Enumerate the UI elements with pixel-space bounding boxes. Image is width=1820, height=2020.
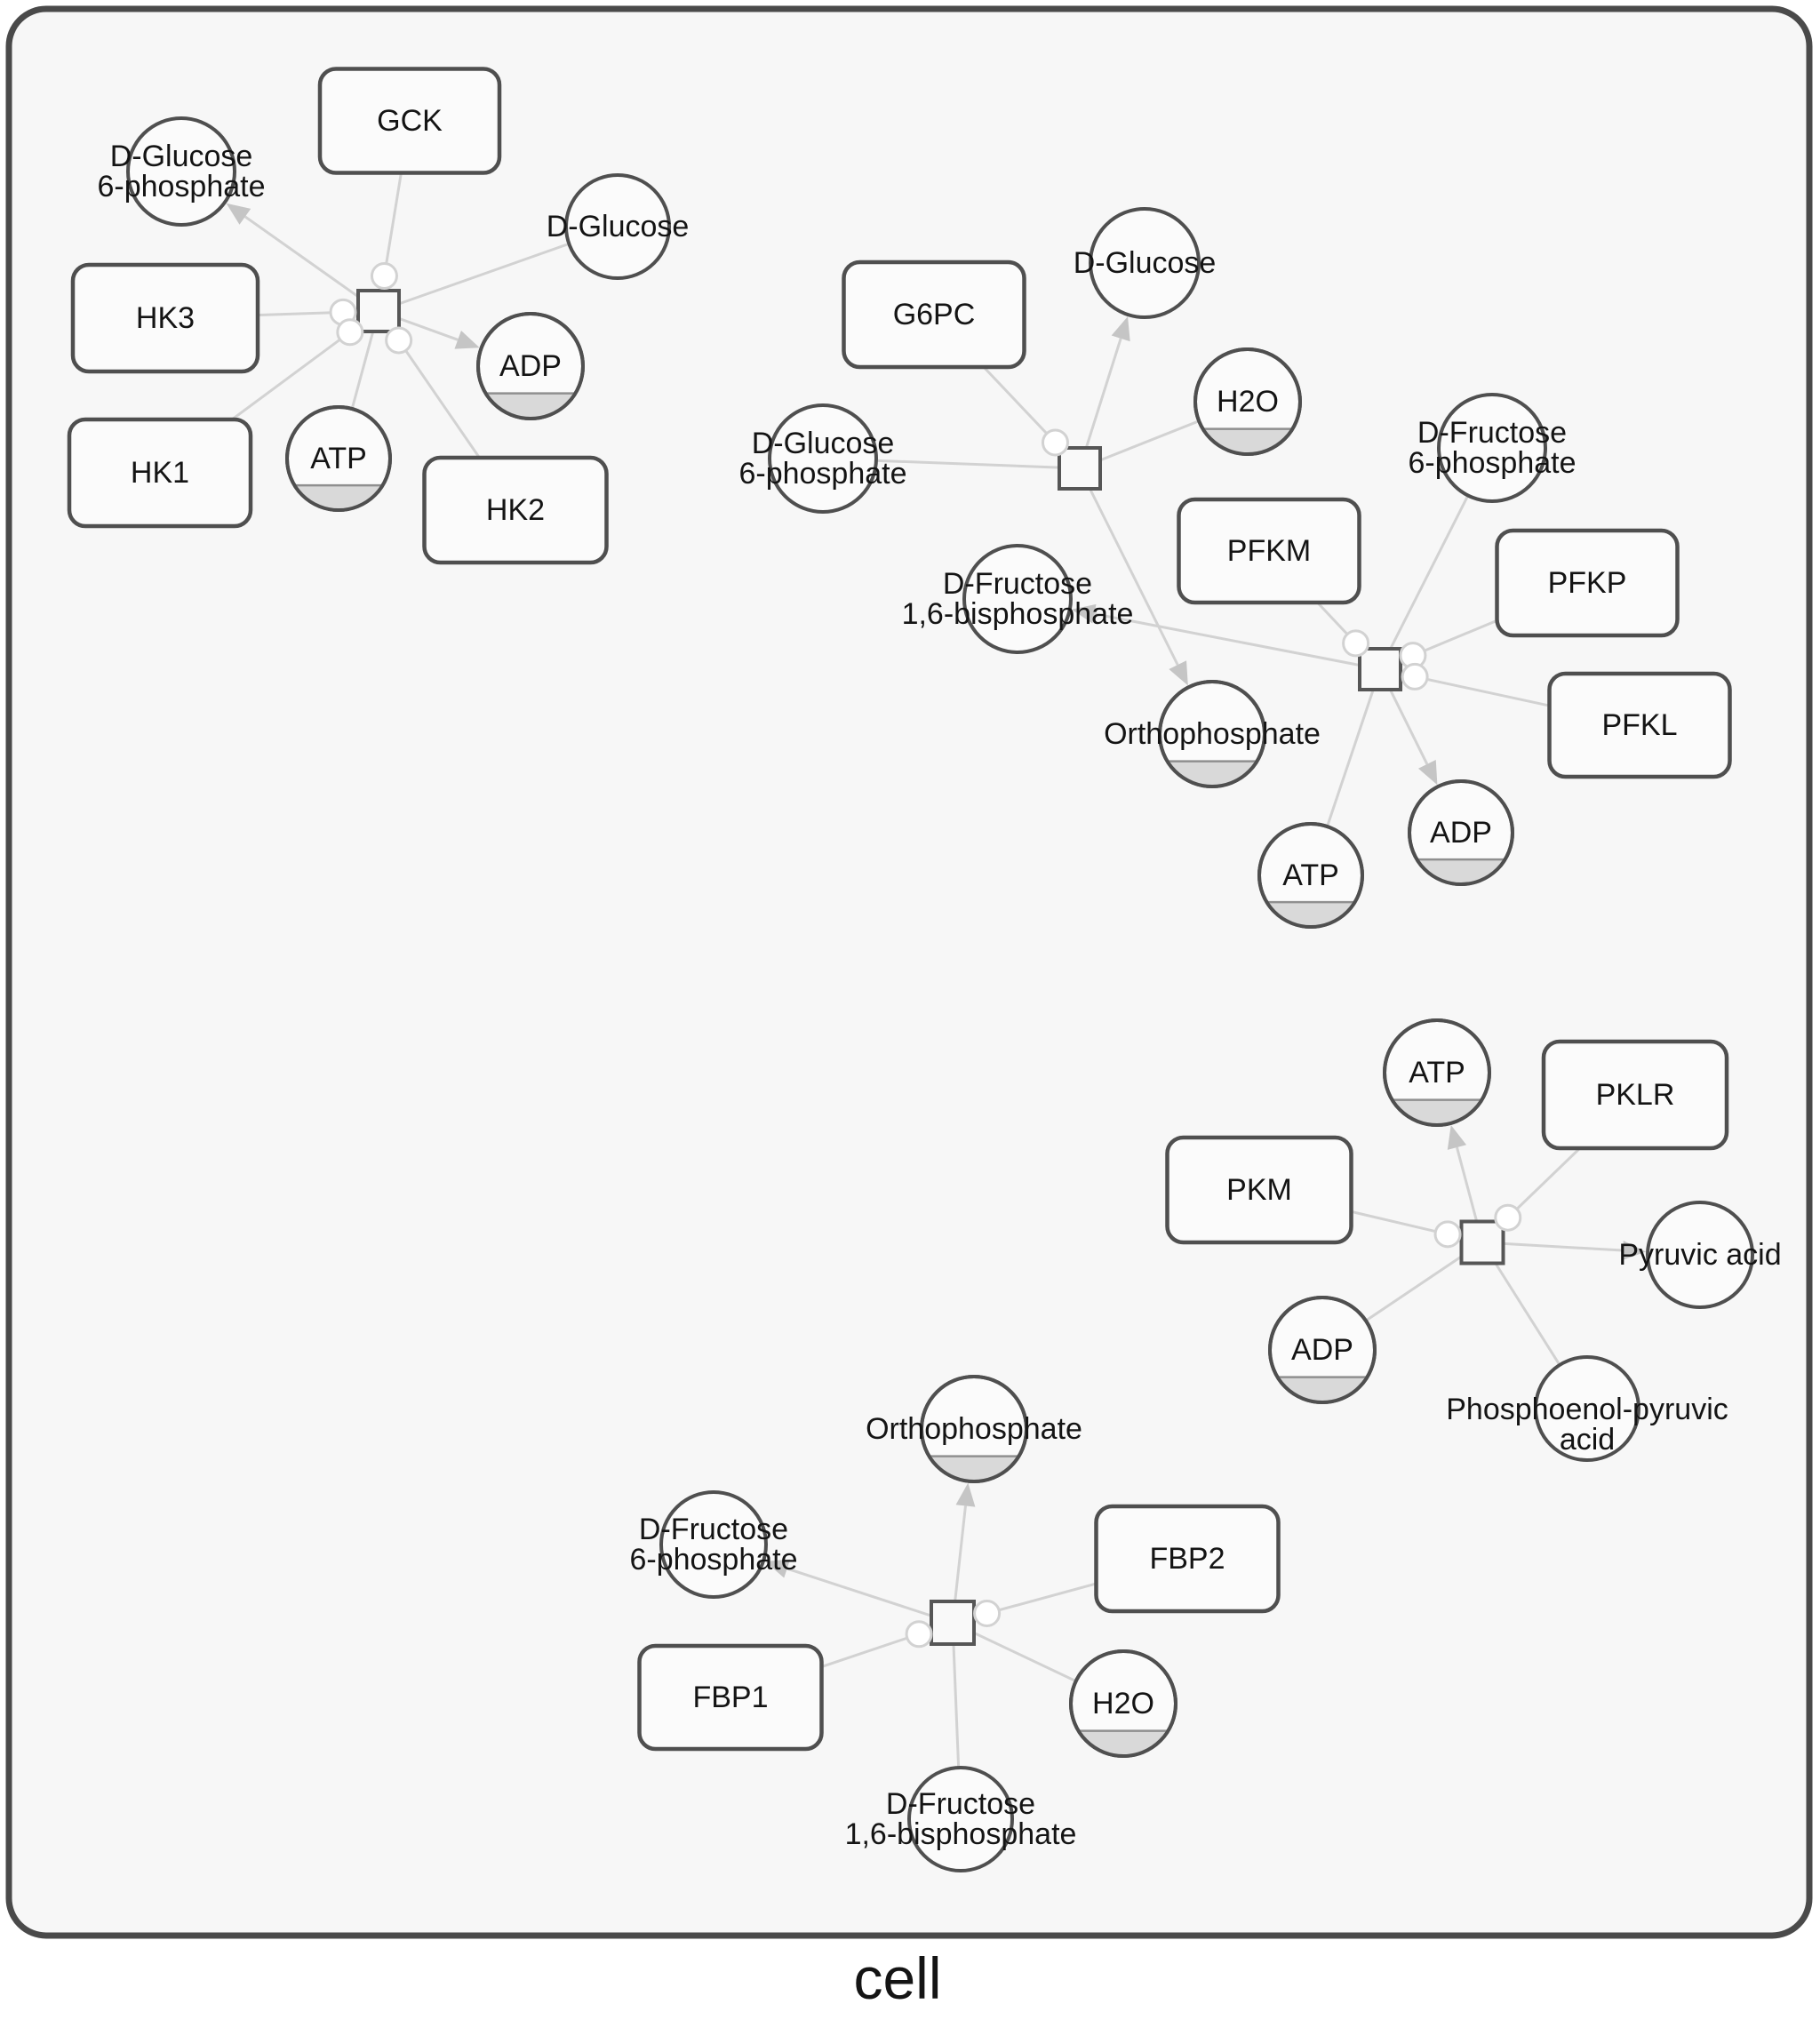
- enzyme-hk2-label: HK2: [486, 493, 545, 527]
- enzyme-gck-label: GCK: [377, 104, 443, 138]
- catalysis-circle-icon: [385, 326, 413, 355]
- enzyme-pkm-label: PKM: [1226, 1173, 1292, 1207]
- enzyme-pklr-label: PKLR: [1596, 1078, 1675, 1112]
- catalysis-circle-icon: [1494, 1203, 1522, 1232]
- production-arrowhead-icon: [764, 1559, 791, 1578]
- metabolite-adp-label: ADP: [499, 349, 562, 383]
- metabolite-phosphoenol-pyruvic-acid[interactable]: [1534, 1355, 1640, 1462]
- metabolite-atp-label: ATP: [310, 442, 367, 475]
- enzyme-hk1-label: HK1: [131, 456, 189, 490]
- production-arrowhead-icon: [1169, 660, 1188, 686]
- metabolite-d-fructose-1-6-bisphosphate[interactable]: [907, 1766, 1014, 1872]
- production-edge-p5-f6p_2: [786, 1567, 954, 1625]
- production-arrowhead-icon: [1071, 603, 1097, 624]
- catalysis-circle-icon: [1342, 629, 1370, 658]
- production-arrowhead-icon: [226, 203, 251, 225]
- metabolite-atp-label: ATP: [1409, 1056, 1465, 1090]
- metabolite-orthophosphate[interactable]: [1158, 680, 1266, 788]
- production-arrowhead-icon: [1447, 1124, 1467, 1150]
- process-pyruvate-kinase-reaction[interactable]: [1459, 1219, 1505, 1265]
- metabolite-d-fructose-1-6-bisphosphate[interactable]: [962, 544, 1073, 654]
- enzyme-hk2[interactable]: [422, 455, 609, 565]
- metabolite-adp-label: ADP: [1430, 816, 1492, 850]
- production-arrowhead-icon: [454, 331, 480, 349]
- metabolite-atp[interactable]: [285, 405, 392, 512]
- production-arrowhead-icon: [1622, 1241, 1647, 1261]
- catalysis-circle-icon: [1401, 662, 1429, 691]
- catalysis-circle-icon: [1433, 1220, 1462, 1249]
- enzyme-pfkm[interactable]: [1177, 497, 1361, 605]
- catalysis-circle-icon: [370, 262, 398, 291]
- production-edge-p2-ortho_1: [1078, 467, 1179, 666]
- ports-layer: [329, 262, 1522, 1649]
- enzyme-fbp2[interactable]: [1094, 1504, 1281, 1614]
- enzyme-hk3-label: HK3: [136, 301, 195, 335]
- metabolite-adp[interactable]: [1408, 779, 1514, 886]
- process-hexokinase-reaction[interactable]: [356, 289, 401, 333]
- enzyme-pklr[interactable]: [1541, 1039, 1729, 1151]
- enzyme-fbp1[interactable]: [637, 1643, 824, 1752]
- metabolite-adp[interactable]: [1268, 1296, 1377, 1404]
- metabolite-d-fructose-6-phosphate[interactable]: [659, 1490, 768, 1599]
- enzyme-hk3[interactable]: [70, 262, 260, 374]
- catalysis-circle-icon: [905, 1620, 933, 1649]
- metabolite-atp[interactable]: [1383, 1018, 1491, 1127]
- metabolite-atp[interactable]: [1257, 822, 1364, 929]
- enzyme-pfkm-label: PFKM: [1227, 534, 1311, 568]
- compartment-cell-label: cell: [853, 1945, 941, 2011]
- metabolite-pyruvic-acid-label: Pyruvic acid: [1618, 1238, 1781, 1272]
- catalysis-circle-icon: [336, 318, 364, 347]
- enzyme-pfkp-label: PFKP: [1548, 566, 1627, 600]
- production-arrowhead-icon: [1111, 316, 1130, 342]
- production-arrowhead-icon: [955, 1482, 976, 1507]
- metabolite-d-glucose[interactable]: [1089, 207, 1201, 319]
- production-edge-p1-g6p_1: [243, 215, 379, 313]
- enzyme-g6pc[interactable]: [842, 259, 1026, 370]
- metabolite-h2o-label: H2O: [1217, 385, 1279, 419]
- production-arrowhead-icon: [1418, 760, 1438, 786]
- metabolite-h2o-label: H2O: [1092, 1687, 1154, 1721]
- catalysis-circle-icon: [973, 1599, 1002, 1627]
- process-pfk-reaction[interactable]: [1358, 647, 1402, 691]
- catalysis-circle-icon: [1041, 428, 1069, 457]
- metabolite-d-glucose-label: D-Glucose: [547, 210, 690, 244]
- nodes-layer: [67, 67, 1754, 1872]
- enzyme-pfkl-label: PFKL: [1601, 708, 1677, 742]
- metabolite-d-glucose-6-phosphate[interactable]: [126, 116, 236, 227]
- production-edge-p3-f16bp_1: [1094, 612, 1381, 671]
- metabolite-orthophosphate-label: Orthophosphate: [1104, 717, 1321, 751]
- enzyme-gck[interactable]: [317, 67, 502, 175]
- metabolite-orthophosphate[interactable]: [920, 1375, 1028, 1483]
- enzyme-pkm[interactable]: [1165, 1135, 1353, 1245]
- metabolite-d-glucose[interactable]: [564, 173, 671, 280]
- metabolite-adp-label: ADP: [1291, 1333, 1353, 1367]
- enzyme-fbp2-label: FBP2: [1149, 1542, 1225, 1576]
- enzyme-pfkl[interactable]: [1547, 671, 1732, 779]
- metabolite-d-glucose-label: D-Glucose: [1074, 246, 1217, 280]
- enzyme-hk1[interactable]: [67, 417, 253, 529]
- process-fbpase-reaction[interactable]: [930, 1600, 976, 1646]
- enzyme-fbp1-label: FBP1: [692, 1681, 768, 1714]
- production-edge-p4-pyr: [1481, 1241, 1624, 1252]
- metabolite-h2o[interactable]: [1193, 347, 1302, 456]
- process-g6pc-reaction[interactable]: [1058, 446, 1102, 491]
- metabolite-orthophosphate-label: Orthophosphate: [866, 1412, 1082, 1446]
- enzyme-g6pc-label: G6PC: [893, 298, 976, 331]
- metabolite-atp-label: ATP: [1282, 858, 1339, 892]
- metabolite-d-fructose-6-phosphate[interactable]: [1437, 393, 1547, 503]
- metabolite-d-glucose-6-phosphate[interactable]: [768, 403, 878, 514]
- metabolite-h2o[interactable]: [1069, 1649, 1177, 1758]
- enzyme-pfkp[interactable]: [1495, 528, 1680, 638]
- metabolite-pyruvic-acid[interactable]: [1646, 1201, 1754, 1309]
- metabolite-adp[interactable]: [476, 312, 585, 420]
